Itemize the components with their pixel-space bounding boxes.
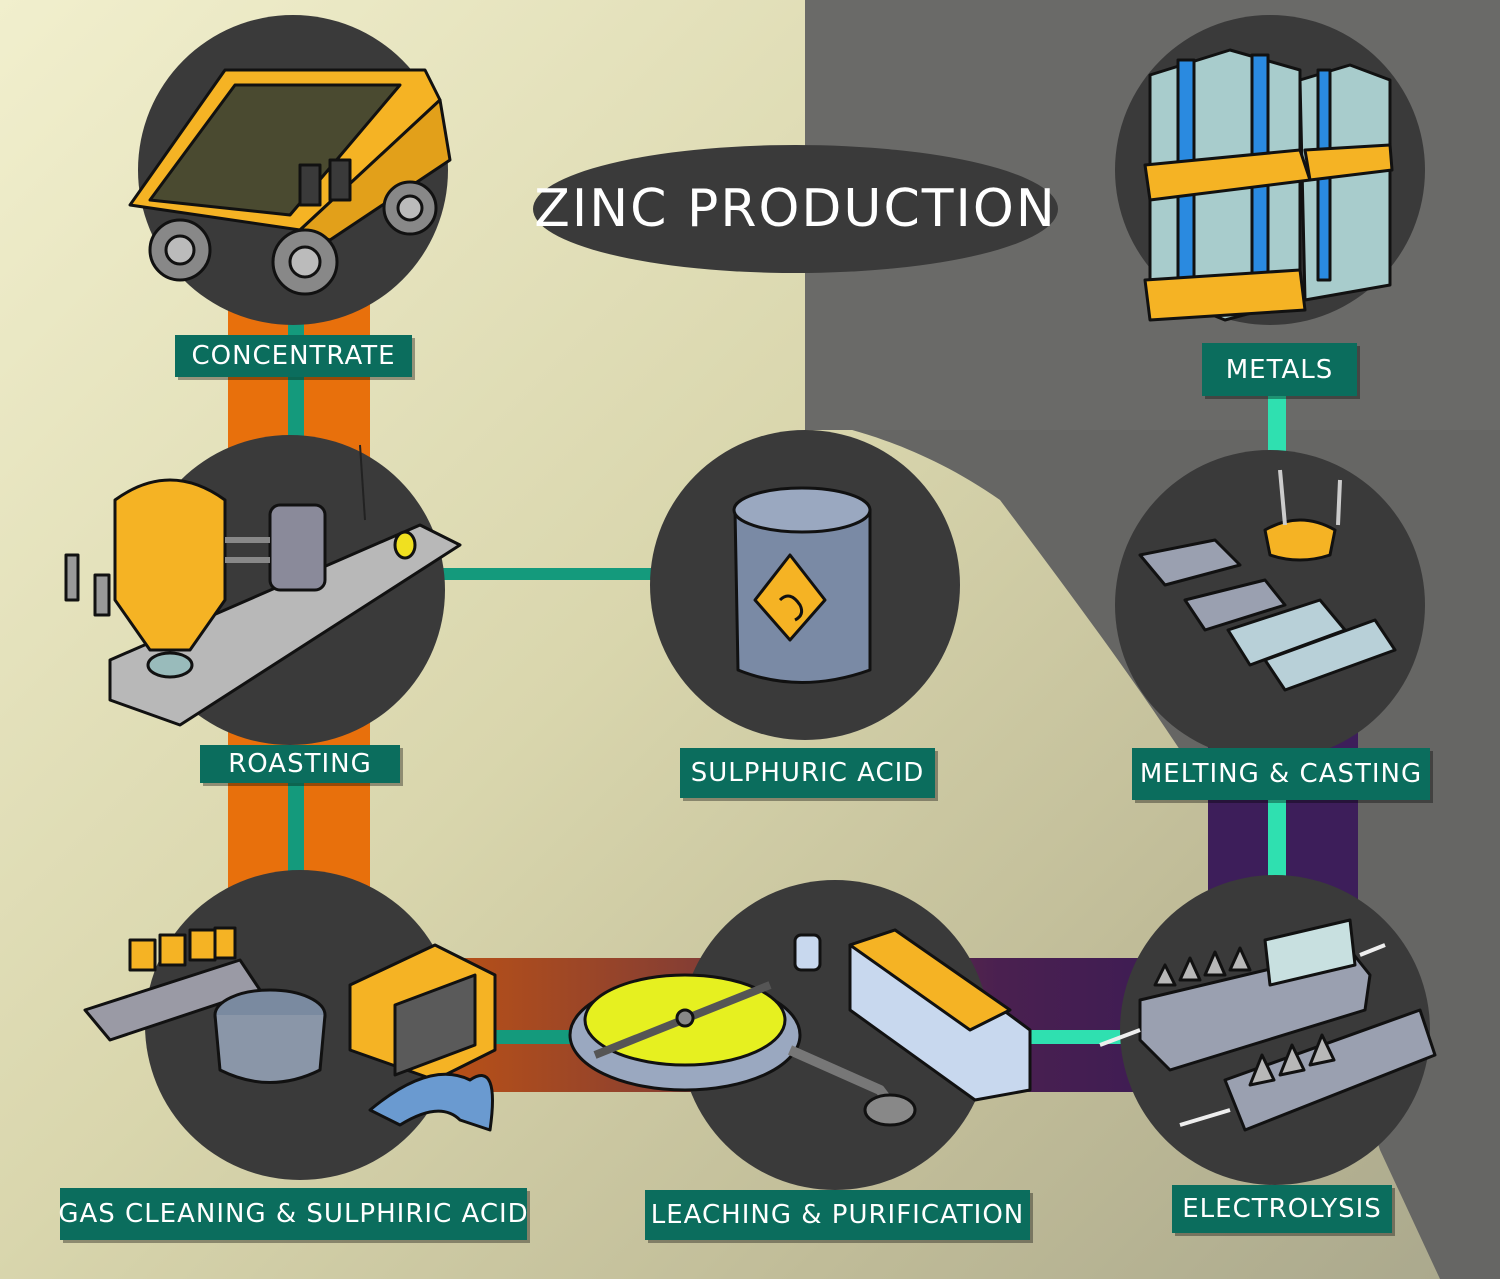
label-leaching: LEACHING & PURIFICATION bbox=[645, 1190, 1030, 1240]
label-gas-cleaning: GAS CLEANING & SULPHIRIC ACID bbox=[58, 1188, 528, 1240]
roaster-icon bbox=[64, 444, 462, 727]
acid-barrel-icon bbox=[732, 486, 872, 684]
label-roasting: ROASTING bbox=[200, 745, 400, 783]
casting-molds-icon bbox=[1138, 469, 1397, 692]
connector-roasting-acid bbox=[440, 568, 670, 580]
metal-ingot-stacks-icon bbox=[1143, 48, 1394, 322]
label-electrolysis: ELECTROLYSIS bbox=[1172, 1185, 1392, 1233]
electrolysis-cell-icon bbox=[1099, 918, 1437, 1132]
connector-melting-metals bbox=[1268, 380, 1286, 460]
label-concentrate: CONCENTRATE bbox=[175, 335, 412, 377]
label-metals: METALS bbox=[1202, 343, 1357, 396]
gas-cleaning-plant-icon bbox=[83, 926, 497, 1132]
leaching-tank-icon bbox=[568, 928, 1032, 1127]
label-melting-casting: MELTING & CASTING bbox=[1132, 748, 1430, 800]
dump-truck-icon bbox=[128, 68, 452, 296]
diagram-title: ZINC PRODUCTION bbox=[533, 145, 1058, 273]
label-sulphuric-acid: SULPHURIC ACID bbox=[680, 748, 935, 798]
connector-roasting-gas bbox=[288, 760, 304, 900]
